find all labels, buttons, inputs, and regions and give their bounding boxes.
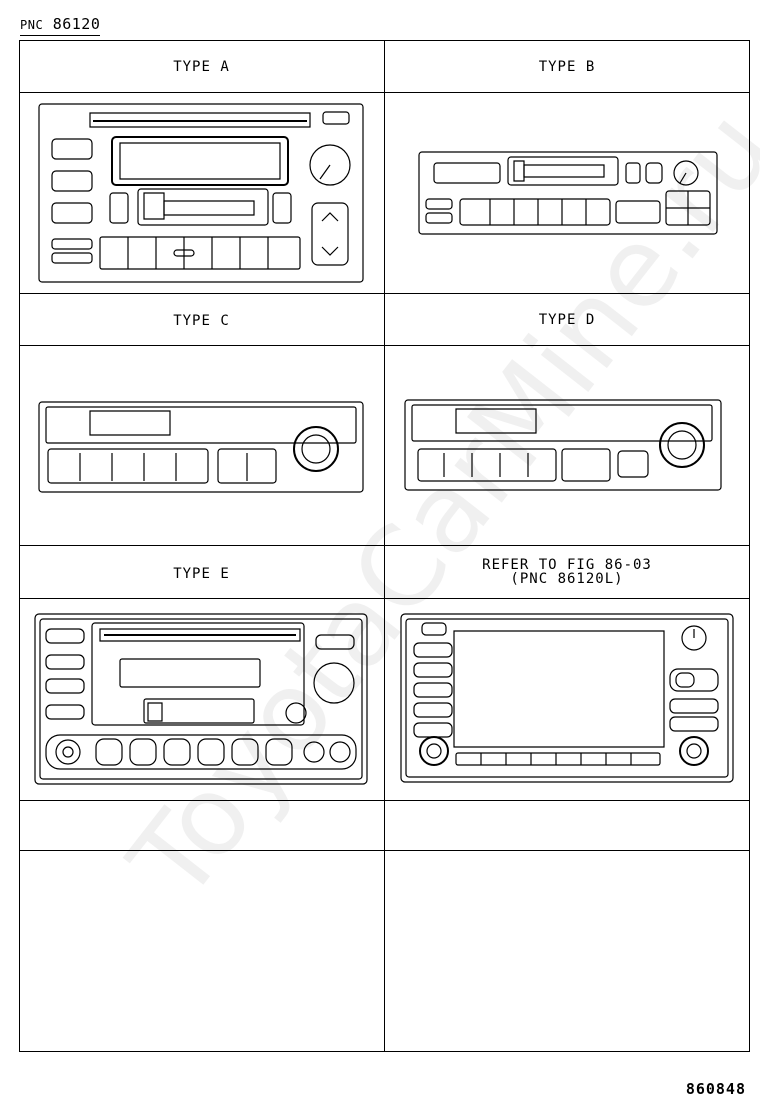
grid-divider-vertical bbox=[384, 40, 385, 1052]
type-c-radio-diagram bbox=[38, 401, 364, 493]
type-b-label: TYPE B bbox=[538, 59, 596, 75]
refer-fig-label: REFER TO FIG 86-03 (PNC 86120L) bbox=[482, 557, 652, 587]
pnc-header: PNC 86120 bbox=[20, 14, 101, 36]
grid-divider bbox=[19, 345, 750, 346]
type-e-label: TYPE E bbox=[173, 566, 230, 582]
grid-divider bbox=[19, 92, 750, 93]
type-d-radio-diagram bbox=[404, 399, 722, 491]
figure-code: 860848 bbox=[685, 1080, 746, 1098]
type-a-label: TYPE A bbox=[173, 59, 230, 75]
type-c-label: TYPE C bbox=[173, 313, 230, 329]
type-d-label: TYPE D bbox=[538, 312, 596, 328]
pnc-prefix: PNC bbox=[20, 18, 44, 32]
grid-divider bbox=[19, 293, 750, 294]
type-b-radio-diagram bbox=[418, 151, 720, 235]
pnc-number: 86120 bbox=[52, 15, 101, 33]
grid-divider bbox=[19, 545, 750, 546]
type-e-radio-diagram bbox=[34, 613, 368, 785]
grid-divider bbox=[19, 850, 750, 851]
grid-divider bbox=[19, 598, 750, 599]
navigation-radio-diagram bbox=[400, 613, 734, 783]
grid-divider bbox=[19, 800, 750, 801]
type-a-radio-diagram bbox=[38, 103, 364, 283]
